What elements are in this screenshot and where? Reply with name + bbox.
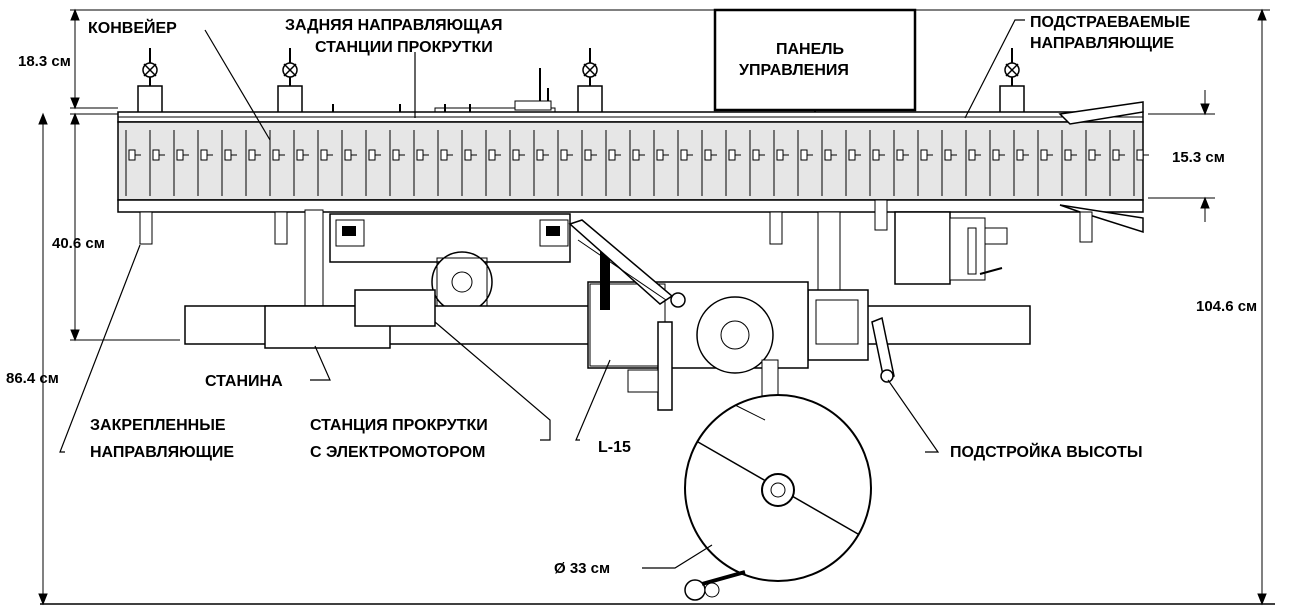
conveyor-slat <box>533 130 549 196</box>
control-panel <box>713 8 917 118</box>
conveyor-slat <box>485 130 501 196</box>
label-fixed-guides-line1: ЗАКРЕПЛЕННЫЕ <box>90 417 226 434</box>
conveyor-slat <box>629 130 645 196</box>
conveyor-slat <box>1109 130 1125 196</box>
conveyor-slat <box>293 130 309 196</box>
conveyor-slat <box>389 130 405 196</box>
conveyor-slat <box>845 130 861 196</box>
conveyor-slat <box>1085 130 1101 196</box>
large-reel <box>684 394 872 601</box>
conveyor-slat <box>1013 130 1029 196</box>
conveyor-slat <box>197 130 213 196</box>
guide-bracket <box>277 48 303 121</box>
dim-lower-section: 40.6 см <box>52 235 105 252</box>
conveyor-slat <box>173 130 189 196</box>
conveyor-slat <box>605 130 621 196</box>
conveyor-slat <box>989 130 1005 196</box>
conveyor-slat <box>869 130 885 196</box>
conveyor-slat <box>581 130 597 196</box>
conveyor-slat <box>701 130 717 196</box>
conveyor-slat <box>821 130 837 196</box>
label-roll-station-line1: СТАНЦИЯ ПРОКРУТКИ <box>310 417 488 434</box>
dim-reel-diameter: Ø 33 см <box>554 560 610 577</box>
conveyor-slat <box>557 130 573 196</box>
conveyor-slat <box>509 130 525 196</box>
label-control-panel-line2: УПРАВЛЕНИЯ <box>739 62 849 79</box>
conveyor-slat <box>677 130 693 196</box>
conveyor-slat <box>269 130 285 196</box>
dim-conveyor-height: 15.3 см <box>1172 149 1225 166</box>
guide-bracket <box>577 48 603 121</box>
label-rear-guide-line1: ЗАДНЯЯ НАПРАВЛЯЮЩАЯ <box>285 17 503 34</box>
conveyor-slat <box>653 130 669 196</box>
conveyor <box>117 101 1149 245</box>
conveyor-slat <box>917 130 933 196</box>
conveyor-slat <box>749 130 765 196</box>
conveyor-slat <box>797 130 813 196</box>
conveyor-slat <box>773 130 789 196</box>
guide-bracket <box>999 48 1025 121</box>
label-conveyor: КОНВЕЙЕР <box>88 18 177 37</box>
conveyor-slat <box>1037 130 1053 196</box>
conveyor-slats <box>125 130 1149 196</box>
label-adjustable-guides-line2: НАПРАВЛЯЮЩИЕ <box>1030 35 1174 52</box>
conveyor-slat <box>365 130 381 196</box>
conveyor-slat <box>461 130 477 196</box>
dim-top-guides: 18.3 см <box>18 53 71 70</box>
label-applicator: L-15 <box>598 439 631 456</box>
conveyor-slat <box>125 130 141 196</box>
label-height-adjust: ПОДСТРОЙКА ВЫСОТЫ <box>950 442 1143 461</box>
conveyor-slat <box>437 130 453 196</box>
dimension-lines <box>38 8 1275 606</box>
guide-bracket <box>137 48 163 121</box>
label-adjustable-guides-line1: ПОДСТРАЕВАЕМЫЕ <box>1030 14 1191 31</box>
label-control-panel-line1: ПАНЕЛЬ <box>776 41 844 58</box>
conveyor-slat <box>1061 130 1077 196</box>
label-fixed-guides-line2: НАПРАВЛЯЮЩИЕ <box>90 444 234 461</box>
label-frame: СТАНИНА <box>205 373 283 390</box>
dim-table-height: 86.4 см <box>6 370 59 387</box>
text-labels: КОНВЕЙЕР ЗАДНЯЯ НАПРАВЛЯЮЩАЯ СТАНЦИИ ПРО… <box>6 14 1257 577</box>
conveyor-slat <box>341 130 357 196</box>
leader-lines <box>59 19 1025 569</box>
conveyor-slat <box>245 130 261 196</box>
conveyor-slat <box>725 130 741 196</box>
conveyor-slat <box>965 130 981 196</box>
conveyor-slat <box>149 130 165 196</box>
conveyor-slat <box>317 130 333 196</box>
conveyor-slat <box>413 130 429 196</box>
machine-body <box>184 209 1031 411</box>
conveyor-slat <box>221 130 237 196</box>
conveyor-slat <box>941 130 957 196</box>
label-roll-station-line2: С ЭЛЕКТРОМОТОРОМ <box>310 444 485 461</box>
dim-total-height: 104.6 см <box>1196 298 1257 315</box>
conveyor-slat <box>1133 130 1149 196</box>
label-rear-guide-line2: СТАНЦИИ ПРОКРУТКИ <box>315 39 493 56</box>
conveyor-slat <box>893 130 909 196</box>
guide-brackets <box>137 48 1025 121</box>
